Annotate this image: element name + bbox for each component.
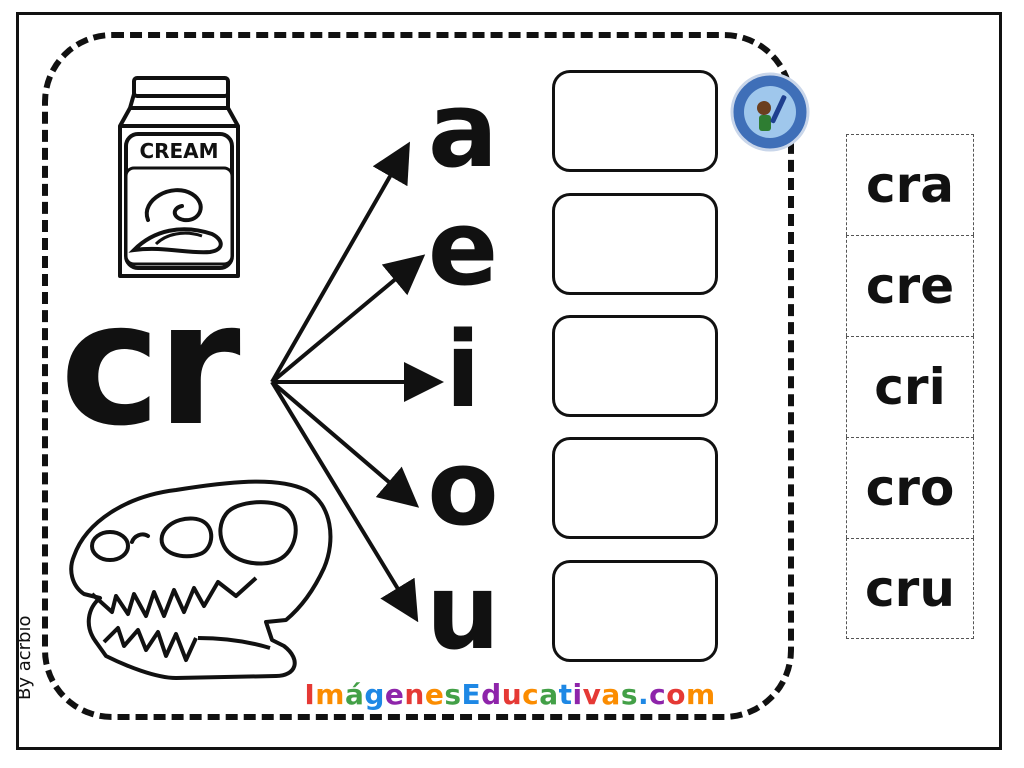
answer-box-a[interactable] [552, 70, 718, 172]
vowel-i: i [445, 309, 481, 431]
arrow-to-a [270, 141, 410, 383]
syllable-cards: cra cre cri cro cru [846, 134, 974, 639]
syllable-card-cra[interactable]: cra [846, 134, 974, 235]
vowel-e: e [427, 187, 499, 309]
imagenes-educativas-logo-icon [730, 72, 810, 152]
vowel-o: o [427, 427, 499, 549]
author-credit: By acrbio [14, 615, 35, 701]
arrow-to-u [270, 380, 419, 623]
vowel-a: a [427, 69, 499, 191]
syllable-card-cri[interactable]: cri [846, 336, 974, 437]
arrow-to-e [270, 254, 426, 384]
consonant-blend-label: cr [60, 266, 241, 464]
cream-label: CREAM [139, 139, 218, 163]
watermark-text: ImágenesEducativas.com [304, 678, 716, 711]
answer-box-e[interactable] [552, 193, 718, 295]
dashed-panel [42, 32, 794, 720]
arrow-to-o [270, 380, 420, 508]
syllable-card-cro[interactable]: cro [846, 437, 974, 538]
syllable-card-cre[interactable]: cre [846, 235, 974, 336]
syllable-card-cru[interactable]: cru [846, 538, 974, 639]
answer-box-i[interactable] [552, 315, 718, 417]
dinosaur-skull-icon [69, 479, 333, 680]
answer-box-u[interactable] [552, 560, 718, 662]
vowel-u: u [425, 551, 501, 673]
cream-carton-icon: CREAM [118, 76, 240, 278]
answer-box-o[interactable] [552, 437, 718, 539]
worksheet-frame [16, 12, 1002, 750]
